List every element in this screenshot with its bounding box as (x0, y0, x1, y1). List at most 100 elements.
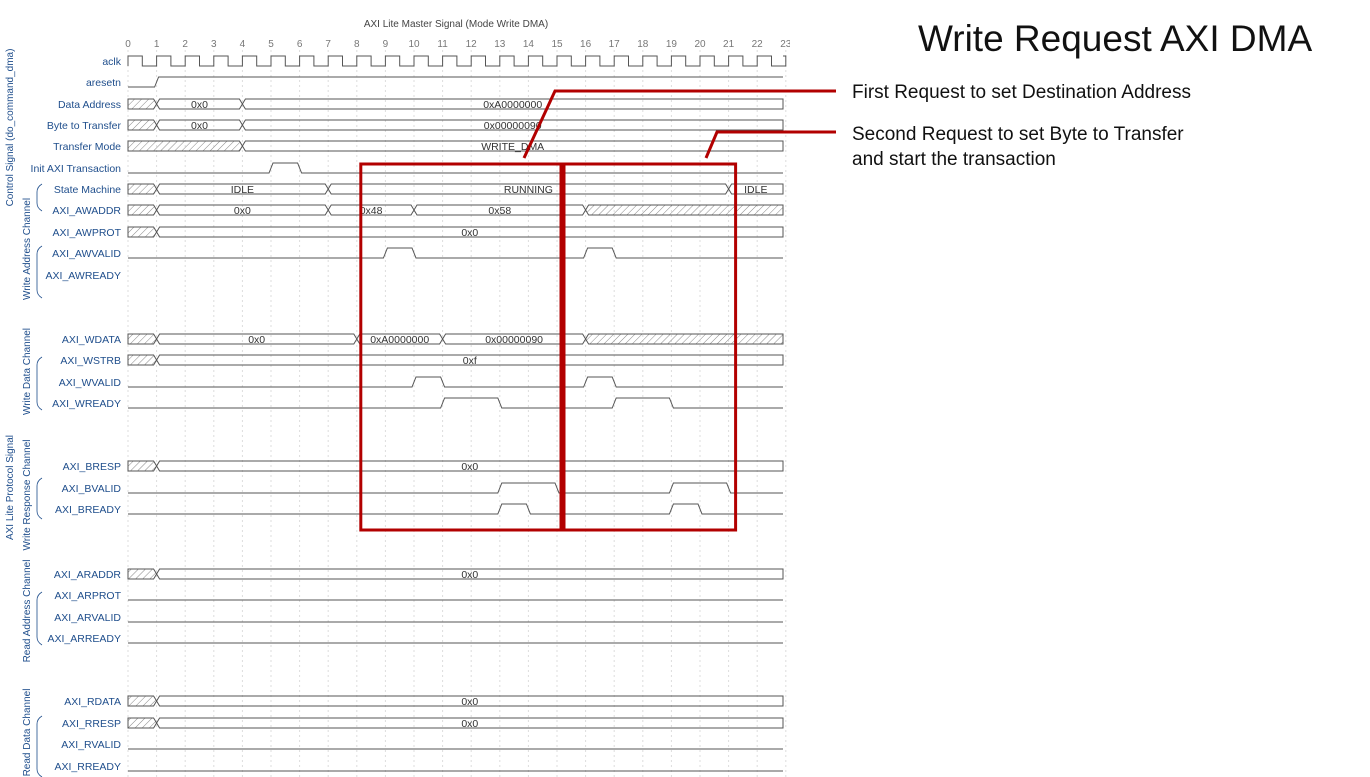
signal-label: Transfer Mode (53, 141, 121, 153)
bus-value: IDLE (744, 184, 767, 196)
bus-value: 0x0 (191, 99, 208, 111)
signal-label: AXI_RVALID (61, 739, 121, 751)
bus-undefined-segment (127, 119, 158, 131)
bit-wave (128, 482, 783, 494)
signal-group-label: Read Data Channel (22, 689, 33, 777)
cycle-tick-label: 5 (268, 39, 274, 50)
bit-wave (128, 162, 783, 174)
bus-value: IDLE (231, 184, 254, 196)
cycle-tick-label: 15 (551, 39, 563, 50)
clock-wave (127, 55, 787, 67)
cycle-tick-label: 12 (466, 39, 478, 50)
bus-value: 0xf (463, 355, 477, 367)
bus-undefined-segment (127, 183, 158, 195)
signal-label: aclk (102, 56, 121, 68)
cycle-tick-label: 13 (494, 39, 506, 50)
signal-label: aresetn (86, 77, 121, 89)
bus-value: 0x0 (461, 227, 478, 239)
signal-group-label: Write Address Channel (22, 198, 33, 300)
bit-wave (128, 247, 783, 259)
bit-wave (128, 397, 783, 409)
signal-label: AXI_RREADY (54, 761, 121, 773)
bus-value: 0x0 (248, 334, 265, 346)
cycle-tick-label: 0 (125, 39, 131, 50)
cycle-tick-label: 1 (154, 39, 160, 50)
bus-undefined-segment (127, 226, 158, 238)
highlight-boxes (359, 162, 738, 532)
bus-value: 0x48 (360, 205, 383, 217)
group-bracket (36, 715, 43, 777)
bus-undefined-segment (127, 140, 243, 152)
annotation-second-line-2: and start the transaction (852, 149, 1056, 170)
bus-undefined-segment (127, 204, 158, 216)
group-bracket (36, 477, 43, 520)
cycle-tick-label: 22 (752, 39, 764, 50)
cycle-tick-label: 21 (723, 39, 735, 50)
signal-label: AXI_AWVALID (52, 248, 121, 260)
cycle-tick-label: 16 (580, 39, 592, 50)
cycle-tick-label: 6 (297, 39, 303, 50)
bit-wave (128, 376, 783, 388)
signal-group-label: Control Signal (do_command_dma) (5, 49, 16, 207)
signal-group-label: Write Data Channel (22, 328, 33, 415)
bus-value: RUNNING (504, 184, 553, 196)
bit-wave (128, 503, 783, 515)
bus-value: 0xA0000000 (483, 99, 542, 111)
cycle-tick-label: 20 (694, 39, 706, 50)
bus-undefined-segment (127, 460, 158, 472)
group-bracket (36, 356, 43, 411)
highlight-first-request (359, 162, 566, 532)
bus-undefined-segment (127, 695, 158, 707)
signal-label: AXI_ARREADY (47, 633, 121, 645)
signal-label: AXI_ARVALID (54, 612, 121, 624)
cycle-tick-label: 4 (240, 39, 246, 50)
bus-segment (156, 717, 784, 729)
signal-label: AXI_WREADY (52, 398, 121, 410)
cycle-tick-label: 7 (325, 39, 331, 50)
cycle-tick-label: 10 (408, 39, 420, 50)
signal-label: Data Address (58, 99, 121, 111)
bus-segment (156, 695, 784, 707)
annotation-second-request: Second Request to set Byte to Transfer a… (852, 122, 1184, 172)
signal-label: AXI_AWREADY (46, 270, 121, 282)
bus-undefined-segment (127, 568, 158, 580)
annotation-second-line-1: Second Request to set Byte to Transfer (852, 124, 1184, 145)
page-title: Write Request AXI DMA (918, 18, 1313, 59)
cycle-tick-label: 17 (609, 39, 621, 50)
bus-value: 0x0 (461, 461, 478, 473)
group-bracket (36, 245, 43, 299)
cycle-tick-label: 8 (354, 39, 360, 50)
bit-wave (128, 76, 783, 88)
bus-undefined-segment (127, 717, 158, 729)
bus-segment (156, 354, 784, 366)
bus-value: 0x0 (461, 569, 478, 581)
signal-label: AXI_BVALID (62, 483, 122, 495)
bus-value: WRITE_DMA (481, 141, 544, 153)
bus-value: 0x0 (191, 120, 208, 132)
cycle-tick-label: 11 (437, 39, 448, 50)
cycle-tick-label: 23 (780, 39, 790, 50)
signal-group-label: Write Response Channel (22, 440, 33, 551)
signal-label: Byte to Transfer (47, 120, 122, 132)
bus-value: 0x0 (461, 696, 478, 708)
signal-label: AXI_AWADDR (52, 205, 121, 217)
bus-undefined-segment (127, 354, 158, 366)
bus-value: 0x00000090 (484, 120, 542, 132)
bus-segment (156, 568, 784, 580)
bus-segment (728, 183, 784, 195)
bus-segment (156, 460, 784, 472)
signal-label: AXI_WDATA (62, 334, 121, 346)
bus-undefined-segment (127, 98, 158, 110)
bus-value: 0x0 (234, 205, 251, 217)
bus-undefined-segment (585, 333, 784, 345)
cycle-grid (127, 50, 787, 777)
bus-undefined-segment (585, 204, 784, 216)
signal-label: AXI_BREADY (55, 504, 121, 516)
cycle-tick-label: 19 (666, 39, 678, 50)
signal-group-label: AXI Lite Protocol Signal (5, 435, 16, 540)
group-bracket (36, 591, 43, 646)
signal-label: AXI_ARADDR (54, 569, 122, 581)
cycle-tick-label: 9 (383, 39, 389, 50)
signal-label: AXI_BRESP (63, 461, 121, 473)
